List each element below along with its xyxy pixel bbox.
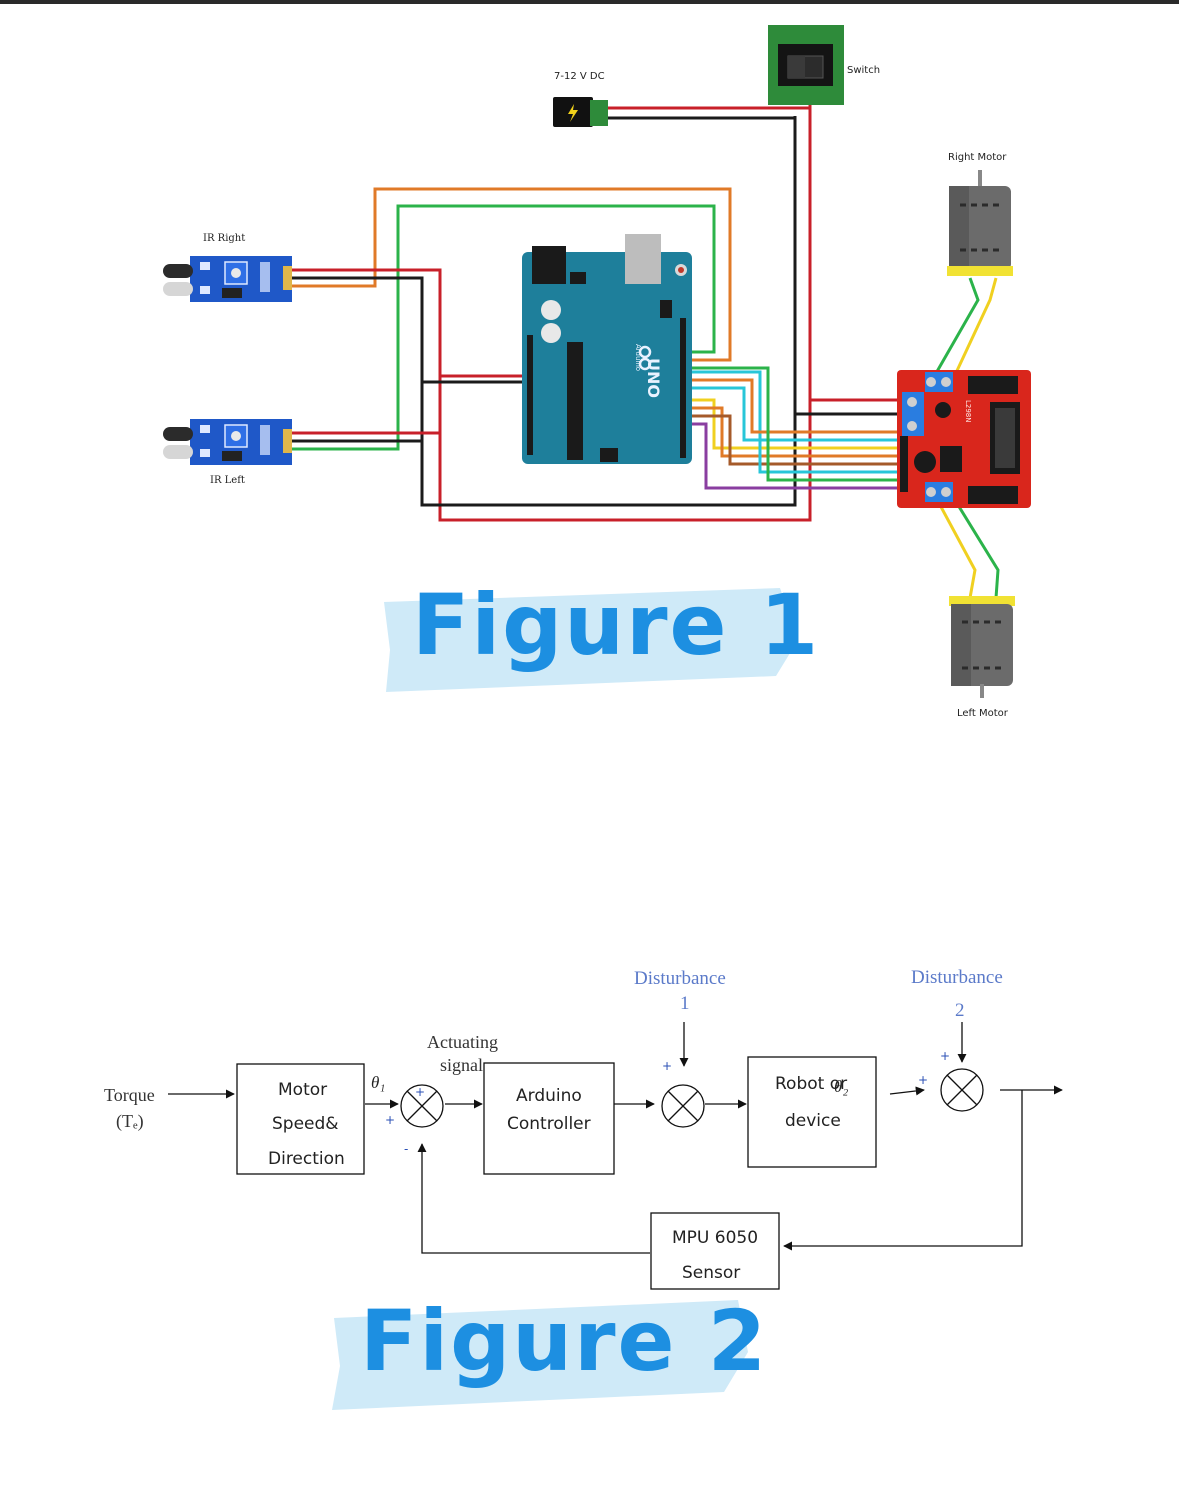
sum1-plus-left: + xyxy=(385,1113,395,1127)
sum3-plus-top: + xyxy=(940,1049,950,1063)
summing-junction-3 xyxy=(940,1068,984,1112)
wire-orange2-signal xyxy=(686,378,900,434)
sensor-block xyxy=(650,1212,780,1290)
wires xyxy=(292,90,1000,599)
theta2-label: θ₂ xyxy=(834,1077,848,1096)
driver-chip-label: L298N xyxy=(964,400,972,423)
ir-right-sensor xyxy=(163,256,292,302)
wire-yellow-signal xyxy=(686,398,900,450)
motor-block-line2: Speed& xyxy=(272,1114,339,1134)
right-motor xyxy=(947,170,1013,276)
ir-left-label: IR Left xyxy=(210,475,245,486)
figure-1-wiring: 7-12 V DC Switch IR Right xyxy=(163,25,1031,719)
wire-cyan-signal xyxy=(686,370,900,474)
top-border xyxy=(0,0,1179,4)
arrow-feedback-to-sensor xyxy=(783,1090,1023,1251)
robot-block-line1: Robot or xyxy=(775,1074,847,1094)
disturbance1-label: Disturbance xyxy=(634,968,726,989)
arrow-sensor-to-sum1 xyxy=(417,1143,650,1254)
controller-block xyxy=(483,1062,615,1175)
summing-junction-1 xyxy=(400,1084,444,1128)
figure-1-caption: Figure 1 xyxy=(384,576,820,692)
sensor-block-line2: Sensor xyxy=(682,1263,740,1283)
sum1-plus-top: + xyxy=(415,1085,425,1099)
wire-right-motor-green xyxy=(933,277,980,376)
left-motor-label: Left Motor xyxy=(957,708,1009,719)
controller-block-line2: Controller xyxy=(507,1114,591,1134)
l298n-motor-driver: L298N xyxy=(897,370,1031,508)
theta1-label: θ₁ xyxy=(371,1073,385,1092)
disturbance2-label: Disturbance xyxy=(911,967,1003,988)
power-label: 7-12 V DC xyxy=(554,71,605,82)
disturbance1-number: 1 xyxy=(680,993,690,1014)
wire-left-motor-yellow xyxy=(938,504,977,599)
switch-label: Switch xyxy=(847,65,880,76)
right-motor-label: Right Motor xyxy=(948,152,1007,163)
robot-block-line2: device xyxy=(785,1111,841,1131)
motor-block xyxy=(236,1063,365,1175)
wire-brown-signal xyxy=(686,414,900,466)
wire-black-ir-right xyxy=(292,116,797,507)
arrow-robot-to-sum3 xyxy=(889,1086,925,1096)
wire-left-motor-green xyxy=(956,504,1000,599)
wire-green-signal xyxy=(686,366,900,482)
sum2-plus-top: + xyxy=(662,1059,672,1073)
figure-2-title: Figure 2 xyxy=(360,1292,768,1390)
power-switch[interactable] xyxy=(768,25,844,105)
actuating-label-line2: signal xyxy=(440,1055,483,1075)
wire-right-motor-yellow xyxy=(953,277,998,376)
arduino-logo-icon xyxy=(638,345,652,371)
ir-right-label: IR Right xyxy=(203,233,245,244)
ir-left-sensor xyxy=(163,419,292,465)
arduino-uno-board: UNO Arduino xyxy=(522,234,692,464)
power-jack xyxy=(553,97,608,127)
arduino-name-text: Arduino xyxy=(634,344,642,371)
controller-block-line1: Arduino xyxy=(516,1086,582,1106)
actuating-label-line1: Actuating xyxy=(427,1032,498,1052)
disturbance2-number: 2 xyxy=(955,1000,965,1021)
torque-symbol: (Tₑ) xyxy=(116,1111,144,1132)
summing-junction-2 xyxy=(661,1084,705,1128)
lightning-icon xyxy=(568,104,578,122)
wire-orange-signal xyxy=(686,406,900,458)
wire-purple-signal xyxy=(686,422,900,490)
figure-2-caption: Figure 2 xyxy=(332,1292,768,1410)
motor-block-line3: Direction xyxy=(268,1149,345,1169)
figure-1-title: Figure 1 xyxy=(412,576,820,674)
wire-cyan2-signal xyxy=(686,386,900,442)
wire-red-ir-right xyxy=(292,90,812,522)
robot-block xyxy=(747,1056,877,1168)
wire-green-ir-left xyxy=(292,204,716,451)
sum1-minus: - xyxy=(404,1142,408,1156)
arduino-brand-text: UNO xyxy=(644,358,663,398)
sum3-plus-left: + xyxy=(918,1073,928,1087)
torque-label: Torque xyxy=(104,1085,155,1105)
wire-orange-ir-right xyxy=(292,187,732,362)
motor-block-line1: Motor xyxy=(278,1080,327,1100)
sensor-block-line1: MPU 6050 xyxy=(672,1228,758,1248)
figure-2-block-diagram: Torque (Tₑ) Motor Speed& Direction θ₁ + … xyxy=(104,967,1063,1410)
left-motor xyxy=(949,596,1015,698)
